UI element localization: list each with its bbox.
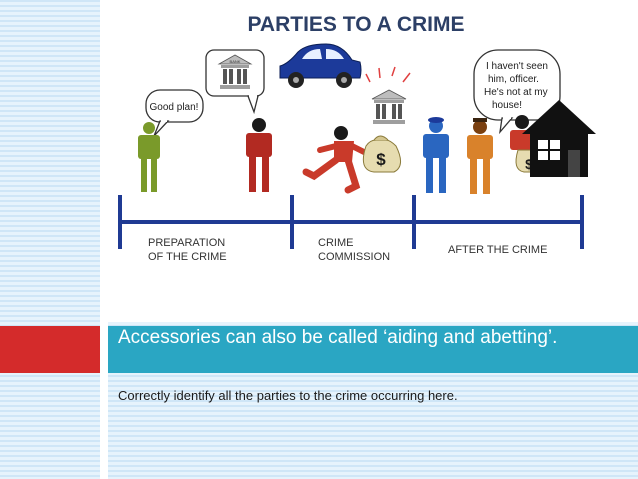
- bank-icon: BANK: [217, 54, 253, 89]
- money-bag-symbol: $: [376, 150, 386, 169]
- slide-body-text: Correctly identify all the parties to th…: [118, 388, 458, 403]
- bank-thought-bubble: BANK: [205, 49, 265, 115]
- getaway-car-icon: [279, 43, 362, 88]
- stage-after: AFTER THE CRIME: [448, 244, 547, 256]
- stage-commission-line-2: COMMISSION: [318, 251, 390, 263]
- alibi-speech-bubble: I haven't seen him, officer. He's not at…: [473, 49, 561, 135]
- alibi-line-4: house!: [492, 100, 522, 111]
- stage-commission-line-1: CRIME: [318, 237, 353, 249]
- alibi-line-1: I haven't seen: [486, 61, 548, 72]
- house-icon: [522, 100, 596, 177]
- hiding-robber-figure: [510, 115, 532, 150]
- timeline: [118, 195, 584, 249]
- robbed-bank-icon: [365, 66, 411, 124]
- accessory-figure: [467, 118, 493, 194]
- stage-preparation-line-1: PREPARATION: [148, 237, 225, 249]
- money-bag-symbol-2: $: [525, 156, 533, 172]
- conspirator-figure: [246, 118, 272, 192]
- alibi-line-2: him, officer.: [488, 74, 539, 85]
- slide-heading: Accessories can also be called ‘aiding a…: [108, 326, 638, 373]
- good-plan-bubble: Good plan!: [145, 89, 204, 137]
- robber-running-figure: [302, 126, 367, 194]
- stage-preparation-line-2: OF THE CRIME: [148, 251, 227, 263]
- accent-red-block: [0, 326, 100, 373]
- planner-figure: [138, 122, 160, 192]
- gutter-divider: [100, 0, 108, 479]
- diagram-title: PARTIES TO A CRIME: [247, 13, 464, 36]
- parties-to-crime-diagram: PARTIES TO A CRIME BANK Good plan!: [118, 13, 596, 263]
- money-bag-icon: $: [362, 135, 401, 173]
- bank-sign-text: BANK: [230, 59, 241, 64]
- alibi-line-3: He's not at my: [484, 87, 548, 98]
- good-plan-text: Good plan!: [150, 102, 199, 113]
- police-officer-figure: [423, 117, 449, 193]
